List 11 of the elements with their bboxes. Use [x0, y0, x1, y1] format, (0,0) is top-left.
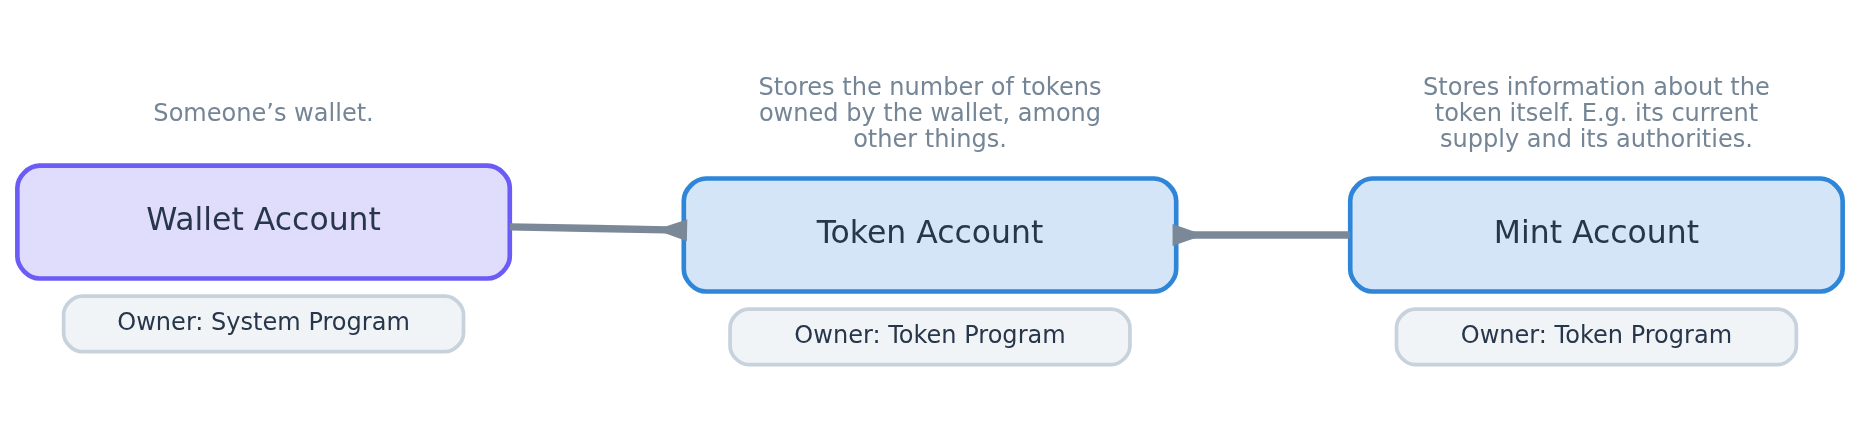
node-box: Owner: Token Program	[728, 306, 1132, 366]
node-box: Mint Account	[1347, 175, 1845, 294]
node-box: Wallet Account	[15, 162, 513, 281]
node-box: Token Account	[681, 175, 1179, 294]
node-box: Owner: Token Program	[1394, 306, 1799, 366]
node-box: Owner: System Program	[61, 293, 466, 353]
arrow	[1172, 223, 1350, 246]
node-label: Stores the number of tokens owned by the wallet, among other things.	[758, 72, 1102, 153]
node-label: Stores information about the token itself. E.g. its current supply and its authorities.	[1423, 72, 1770, 153]
node-label: Someone’s wallet.	[153, 98, 374, 127]
arrow	[509, 218, 688, 241]
